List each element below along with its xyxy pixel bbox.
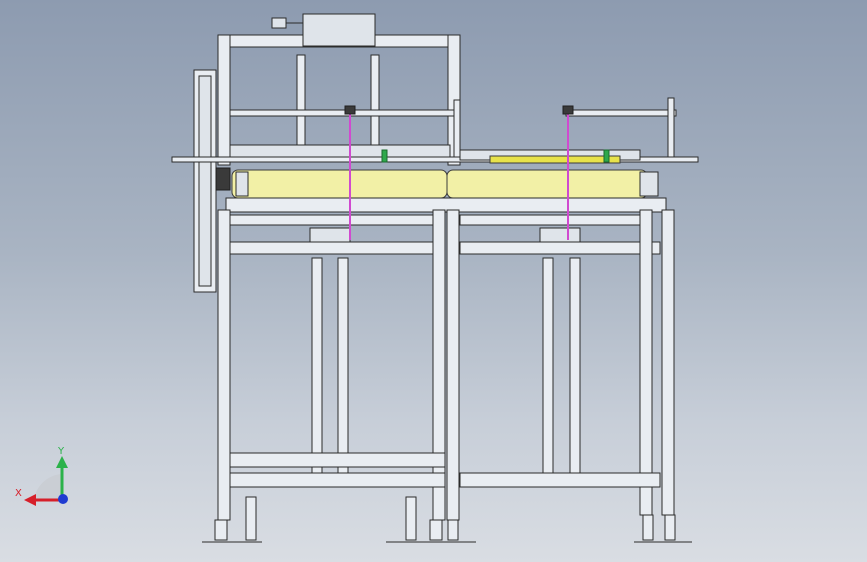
foot-5 (447, 519, 459, 541)
foot-3 (405, 496, 417, 541)
lower-rail-left (229, 472, 446, 488)
gantry-left-post (217, 34, 231, 166)
feet (202, 496, 692, 543)
z-axis-dot (58, 494, 68, 504)
lower-rail-right (459, 472, 661, 488)
green-sensor-2 (603, 149, 610, 163)
frame-mid-right (459, 241, 661, 255)
cable-gland (271, 17, 287, 29)
right-crossbar-post (667, 97, 675, 163)
leg-left-outer (217, 209, 231, 521)
frame-mid-left (229, 241, 446, 255)
roller-right (446, 169, 648, 199)
lower-rails (229, 452, 661, 488)
yellow-strip (489, 155, 621, 164)
right-crossbar (565, 109, 677, 117)
leg-right-inner (639, 209, 653, 516)
guide-pillar-2 (337, 257, 349, 474)
y-axis-label: Y (57, 446, 65, 457)
vertical-rod-left (296, 54, 306, 156)
upper-guide (229, 144, 451, 158)
guide-pillar-3 (542, 257, 554, 474)
sensor-head-left (344, 105, 356, 115)
lower-rail-left-top (229, 452, 446, 468)
crossbar-bracket (453, 99, 461, 161)
roller-left (231, 169, 448, 199)
roller-left-cap (235, 171, 249, 197)
leg-center-right (446, 209, 460, 521)
side-panel (193, 69, 217, 293)
frame-top-beam (225, 197, 667, 213)
leg-right-outer (661, 209, 675, 516)
foot-4 (429, 519, 443, 541)
base-frame (225, 197, 667, 255)
sensor-lines (344, 105, 574, 240)
sensor-head-right (562, 105, 574, 115)
guide-pillar-4 (569, 257, 581, 474)
frame-beam-right (459, 214, 646, 226)
bracket-right (539, 227, 581, 243)
axis-triad: Y X (15, 446, 68, 506)
legs (217, 209, 675, 521)
conveyor-top (171, 144, 699, 164)
roller-right-cap (639, 171, 659, 197)
foot-2 (245, 496, 257, 541)
green-sensor-1 (381, 149, 388, 163)
foot-1 (214, 519, 228, 541)
guide-pillar-1 (311, 257, 323, 474)
foot-7 (664, 514, 676, 541)
x-axis-label: X (15, 488, 22, 499)
green-sensors (381, 149, 610, 163)
control-box[interactable] (302, 13, 376, 47)
vertical-rod-right (370, 54, 380, 156)
top-gantry-frame (217, 13, 461, 166)
foot-6 (642, 514, 654, 541)
bracket-left (309, 227, 351, 243)
frame-beam-left (229, 214, 446, 226)
motor-block (215, 167, 231, 191)
roller-assembly (215, 167, 659, 199)
